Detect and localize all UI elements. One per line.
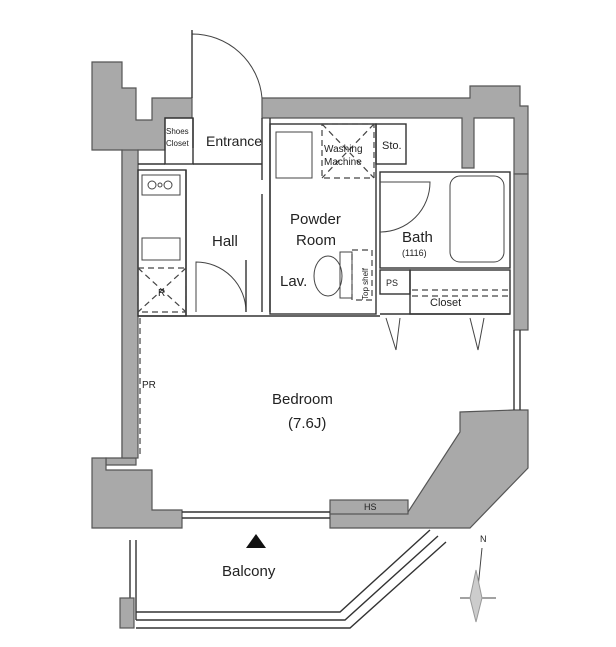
label-washing-1: Washing bbox=[324, 144, 363, 155]
label-top-shelf: Top shelf bbox=[361, 267, 370, 300]
label-closet: Closet bbox=[430, 297, 461, 309]
label-powder-1: Powder bbox=[290, 211, 341, 228]
compass-north-label: N bbox=[480, 534, 487, 544]
label-hs: HS bbox=[364, 502, 377, 512]
label-shoes-1: Shoes bbox=[166, 127, 189, 136]
label-entrance: Entrance bbox=[206, 133, 262, 149]
room-labels: Shoes Closet Entrance Washing Machine St… bbox=[142, 127, 461, 580]
label-bedroom: Bedroom bbox=[272, 391, 333, 408]
label-bath-size: (1116) bbox=[402, 248, 427, 258]
label-balcony: Balcony bbox=[222, 563, 276, 580]
label-bedroom-size: (7.6J) bbox=[288, 415, 326, 432]
label-ps: PS bbox=[386, 278, 398, 288]
entry-arrow-icon bbox=[246, 534, 266, 548]
label-lavatory: Lav. bbox=[280, 273, 307, 290]
interior-walls bbox=[119, 30, 521, 629]
label-powder-2: Room bbox=[296, 232, 336, 249]
exterior-walls bbox=[91, 61, 529, 529]
label-hall: Hall bbox=[212, 233, 238, 250]
label-storage: Sto. bbox=[382, 140, 402, 152]
north-arrow-icon bbox=[469, 569, 483, 623]
label-pr: PR bbox=[142, 380, 156, 391]
label-bath: Bath bbox=[402, 229, 433, 246]
label-washing-2: Machine bbox=[324, 157, 362, 168]
label-refrigerator: R bbox=[158, 288, 165, 299]
label-shoes-2: Closet bbox=[166, 139, 189, 148]
compass: N bbox=[460, 534, 496, 623]
